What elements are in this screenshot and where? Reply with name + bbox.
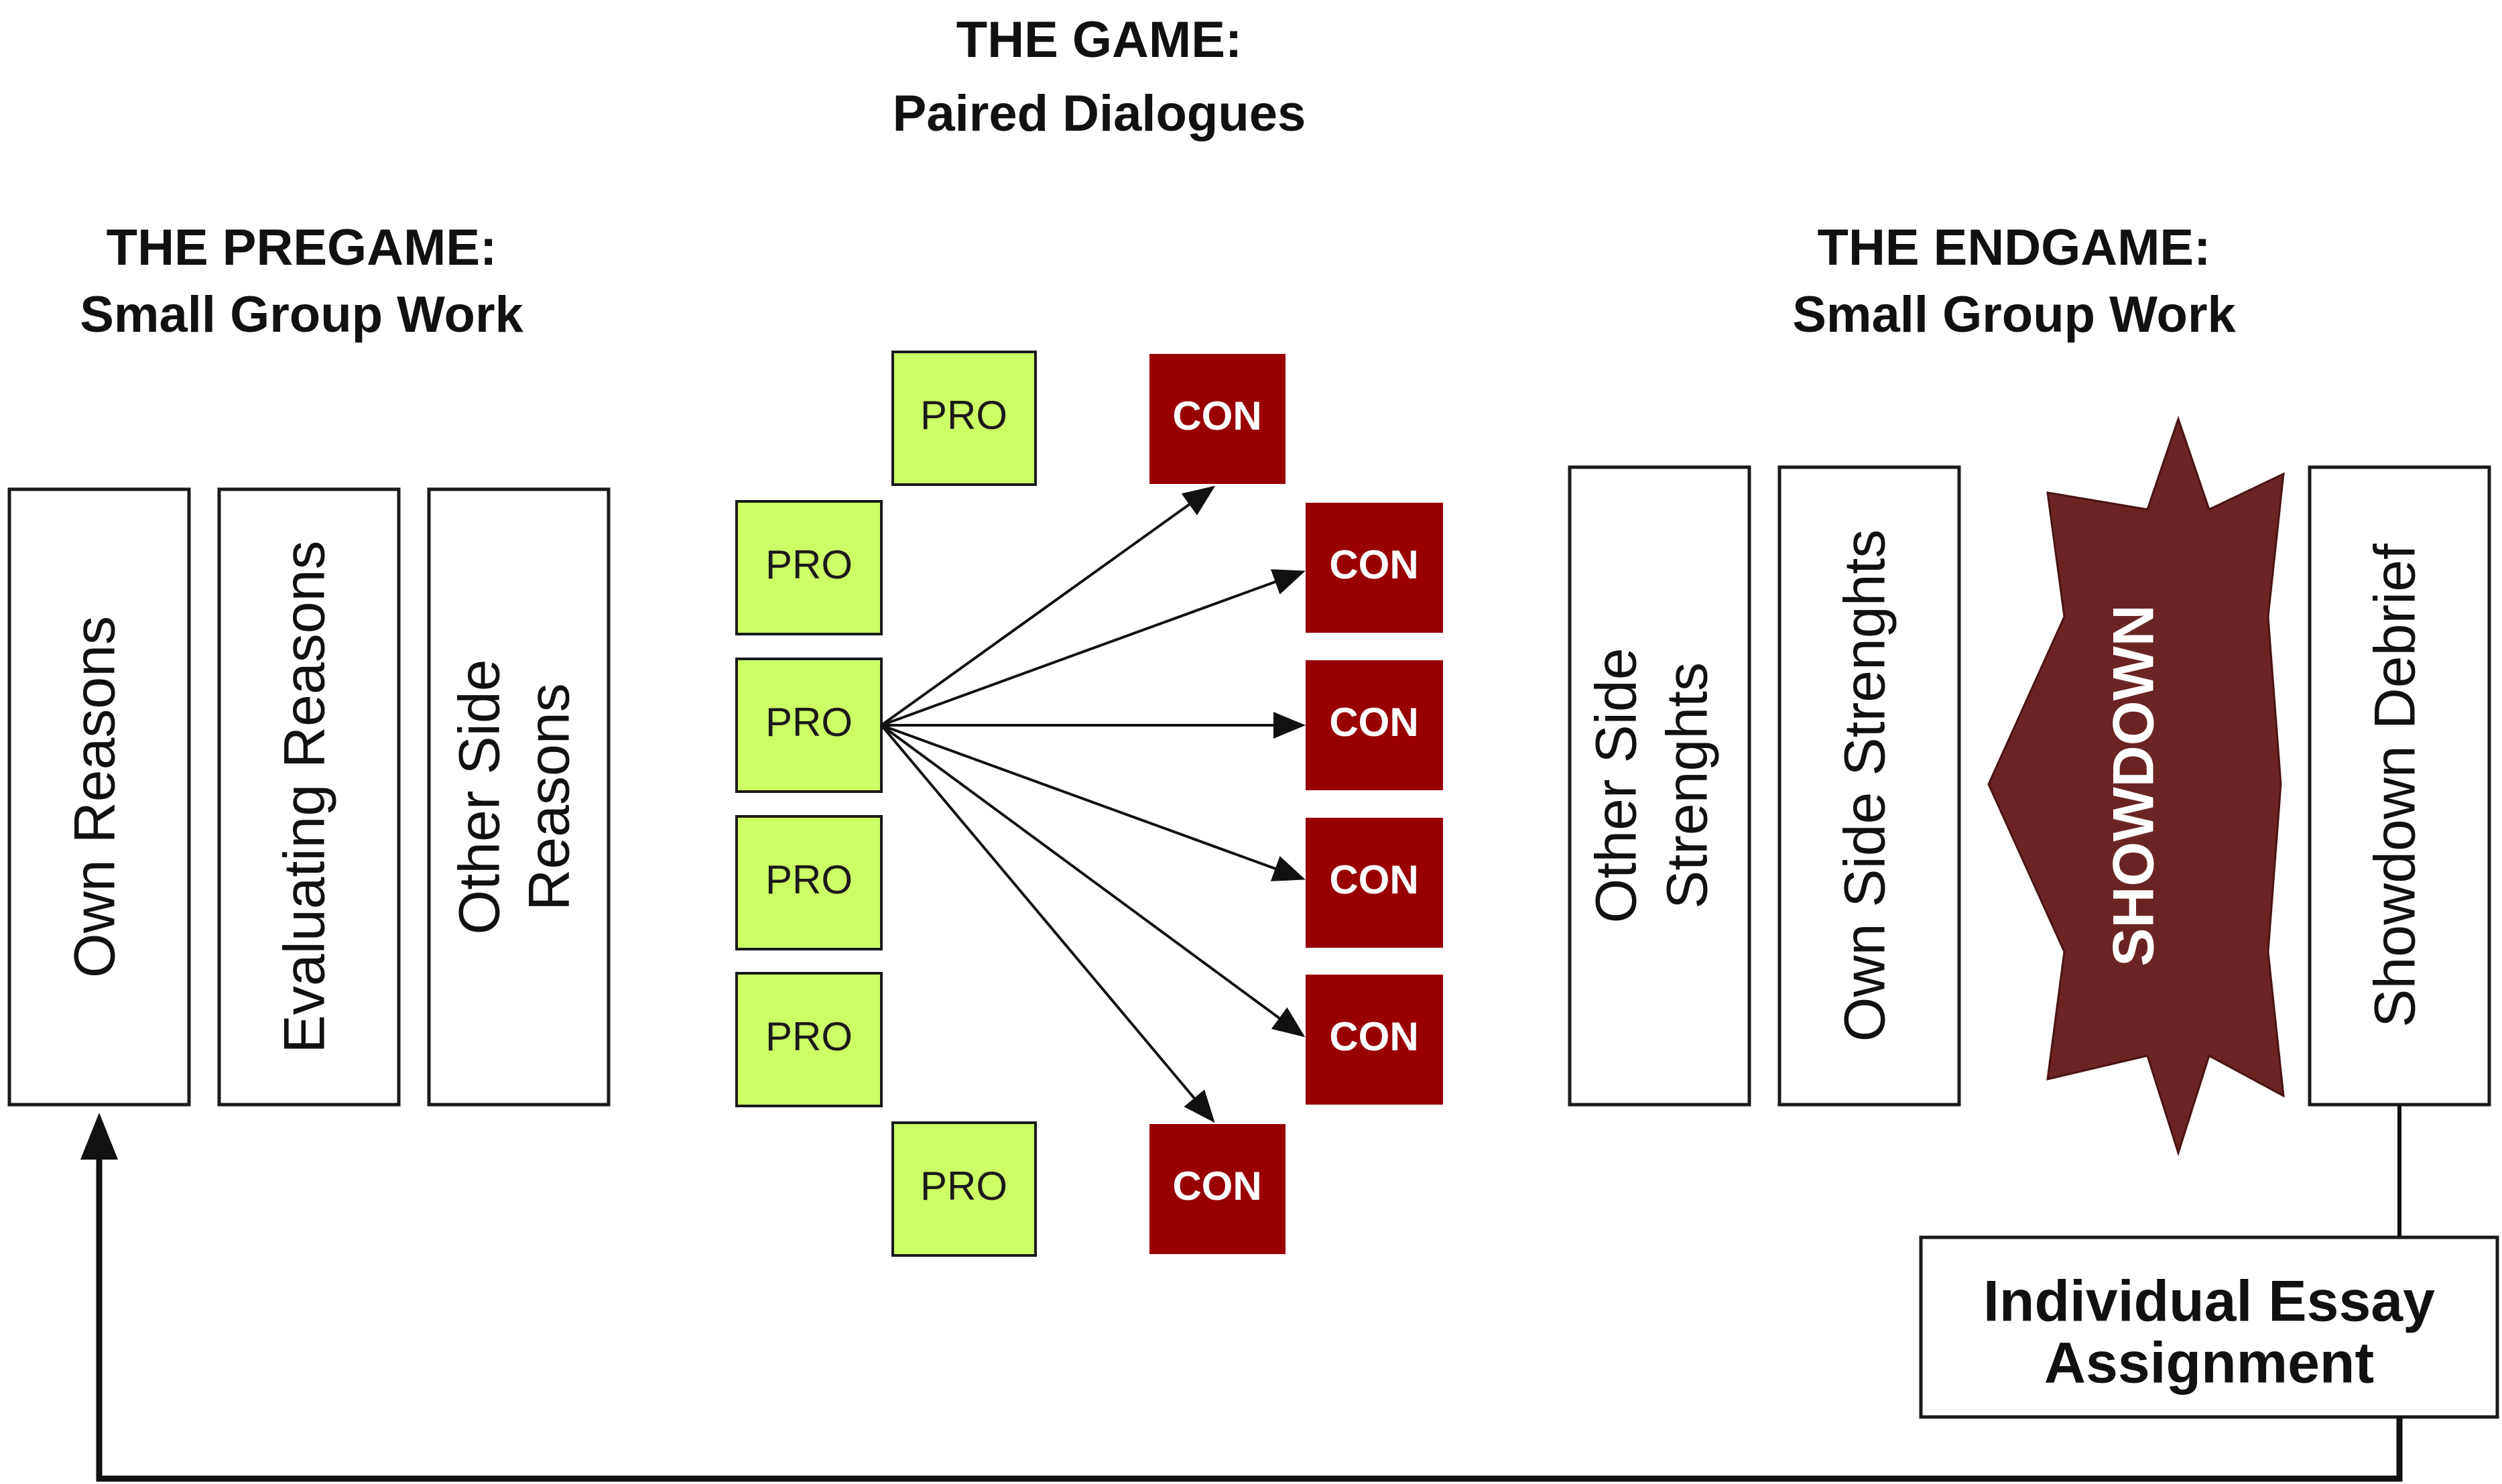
con-box-4: CON xyxy=(1306,975,1443,1105)
endgame-box-label-line2: Strenghts xyxy=(1655,662,1720,909)
pregame-box-evaluating-reasons: Evaluating Reasons xyxy=(217,487,401,1107)
endgame-box-label-line1: Other Side xyxy=(1584,647,1649,923)
con-box-bottom: CON xyxy=(1149,1124,1286,1254)
con-box-1: CON xyxy=(1306,503,1443,633)
pro-box-4: PRO xyxy=(735,972,883,1107)
pregame-box-label-line1: Other Side xyxy=(448,659,512,934)
arrow-to-con-bottom xyxy=(880,724,1215,1123)
pro-label: PRO xyxy=(920,1164,1007,1209)
pro-box-1: PRO xyxy=(735,500,883,635)
endgame-subtitle: Small Group Work xyxy=(1792,286,2236,343)
game-title: THE GAME: xyxy=(956,11,1242,68)
pro-label: PRO xyxy=(920,393,1007,438)
endgame-box-other-side-strengths: Other Side Strenghts xyxy=(1568,465,1751,1107)
con-box-top: CON xyxy=(1149,354,1286,484)
con-label: CON xyxy=(1329,542,1418,587)
essay-box: Individual Essay Assignment xyxy=(1919,1235,2499,1419)
essay-label-line2: Assignment xyxy=(2044,1331,2374,1396)
con-box-3: CON xyxy=(1306,818,1443,948)
arrow-to-con-1 xyxy=(881,569,1306,727)
endgame-box-showdown-debrief: Showdown Debrief xyxy=(2308,465,2491,1107)
game-subtitle: Paired Dialogues xyxy=(893,85,1306,142)
showdown-starburst: SHOWDOWN xyxy=(1987,416,2285,1156)
pro-box-bottom: PRO xyxy=(891,1121,1037,1257)
endgame-box-label: Showdown Debrief xyxy=(2363,543,2428,1028)
pro-box-3: PRO xyxy=(735,815,883,950)
pregame-box-other-side-reasons: Other Side Reasons xyxy=(427,487,611,1107)
feedback-arrowhead xyxy=(80,1113,118,1160)
arrow-to-con-3 xyxy=(881,724,1306,881)
pro-label: PRO xyxy=(765,1014,853,1059)
pro-label: PRO xyxy=(765,857,853,902)
endgame-box-label: Own Side Strenghts xyxy=(1833,530,1897,1042)
endgame-box-own-side-strengths: Own Side Strenghts xyxy=(1777,465,1961,1107)
pro-box-top: PRO xyxy=(891,351,1037,486)
pairing-arrows xyxy=(880,485,1306,1123)
pregame-box-label: Own Reasons xyxy=(63,616,127,978)
con-label: CON xyxy=(1329,857,1418,902)
pregame-subtitle: Small Group Work xyxy=(80,286,523,343)
con-box-2: CON xyxy=(1306,660,1443,790)
arrow-to-con-4 xyxy=(880,724,1306,1038)
essay-label-line1: Individual Essay xyxy=(1983,1270,2435,1334)
con-label: CON xyxy=(1172,393,1261,438)
arrow-to-con-top xyxy=(880,485,1216,727)
con-label: CON xyxy=(1329,1014,1418,1059)
pregame-box-own-reasons: Own Reasons xyxy=(7,487,191,1107)
pregame-box-label-line2: Reasons xyxy=(517,683,582,910)
pregame-title: THE PREGAME: xyxy=(107,219,497,276)
pro-label: PRO xyxy=(765,700,853,745)
pro-label: PRO xyxy=(765,542,853,587)
endgame-title: THE ENDGAME: xyxy=(1818,219,2211,276)
showdown-label: SHOWDOWN xyxy=(2102,605,2166,967)
feedback-loop-arrow xyxy=(80,1113,2403,1482)
con-label: CON xyxy=(1329,700,1418,745)
pro-box-2: PRO xyxy=(735,658,883,793)
con-label: CON xyxy=(1172,1164,1261,1209)
pregame-box-label: Evaluating Reasons xyxy=(273,541,337,1054)
